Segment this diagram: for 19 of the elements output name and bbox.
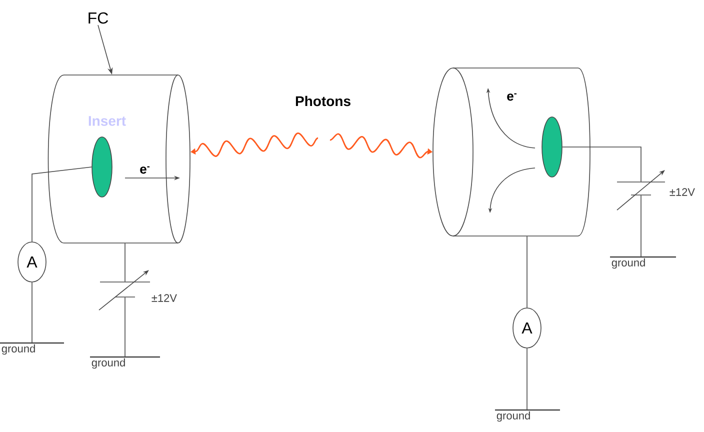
label: Photons: [296, 96, 350, 106]
wire: [526, 348, 528, 410]
variable-voltage-source: [98, 270, 150, 310]
wire: [124, 297, 126, 358]
wire: [124, 243, 126, 282]
cylinder: [48, 74, 190, 244]
voltage-label: ±12V: [670, 188, 695, 196]
wire: [640, 195, 642, 258]
callout-label: FC: [88, 12, 108, 24]
variable-voltage-source: [616, 170, 666, 210]
wire: [32, 166, 92, 242]
cylinder: [432, 68, 590, 236]
label: e$^{-}$: [507, 93, 517, 101]
label: e$^{-}$: [140, 166, 150, 174]
insert-ellipse: [92, 136, 112, 198]
voltage-label: ±12V: [152, 294, 177, 302]
wire: [562, 146, 642, 182]
wire: [526, 236, 528, 308]
insert-ellipse: [542, 116, 562, 178]
